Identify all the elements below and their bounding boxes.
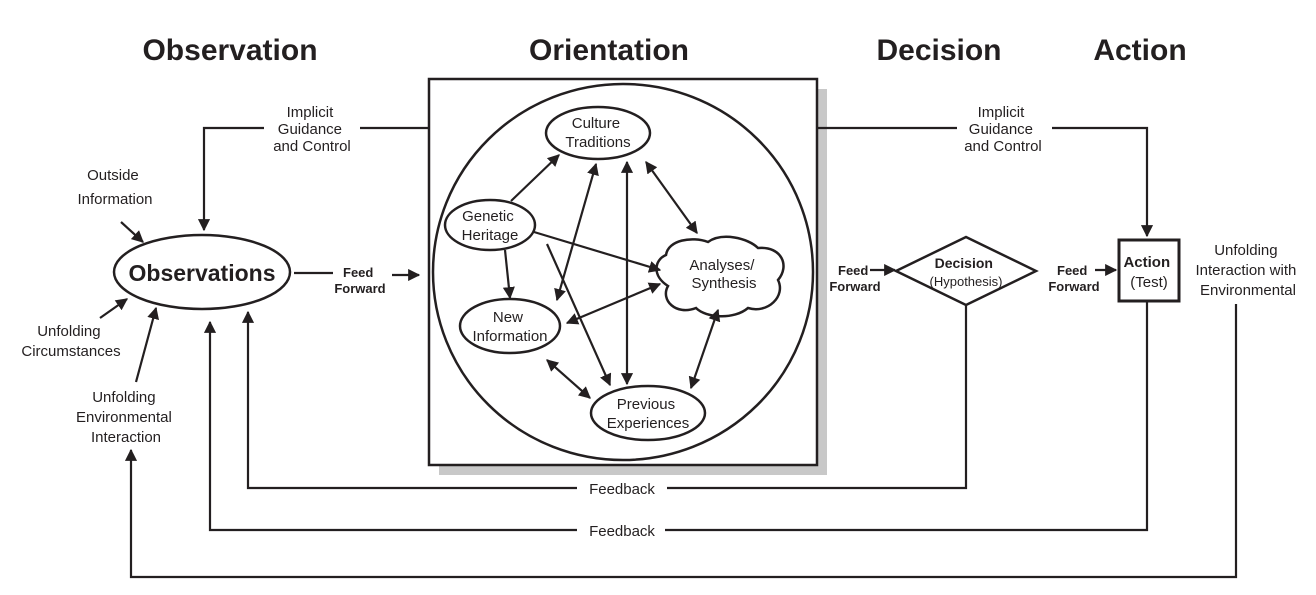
- header-decision: Decision: [876, 34, 1001, 67]
- implicit-guidance-left-label: Implicit Guidance and Control: [273, 104, 351, 155]
- culture-traditions-node: [544, 105, 652, 161]
- unfolding-circumstances-label: Unfolding Circumstances: [21, 323, 120, 360]
- outside-information-label: Outside Information: [77, 167, 152, 208]
- genetic-heritage-label: Genetic Heritage: [462, 208, 519, 244]
- observations-label: Observations: [129, 260, 276, 286]
- previous-experiences-node: [589, 384, 707, 442]
- arrow-genetic-to-new-information: [502, 249, 515, 300]
- feedback-2-label: Feedback: [589, 523, 655, 540]
- feed-forward-1-label: Feed Forward: [334, 265, 385, 296]
- unfolding-environmental-interaction-arrow: [134, 306, 159, 383]
- unfolding-environmental-interaction-label: Unfolding Environmental Interaction: [76, 389, 176, 446]
- header-action: Action: [1093, 34, 1186, 67]
- feedback-1-line-a: [667, 305, 968, 490]
- unfolding-interaction-environmental-label: Unfolding Interaction with Environmental: [1195, 242, 1300, 299]
- action-label: Action (Test): [1123, 254, 1174, 291]
- action-node: [1117, 238, 1181, 303]
- arrow-new-information-previous: [546, 359, 591, 399]
- observations-node: [112, 233, 292, 311]
- arrow-previous-analyses: [688, 308, 721, 390]
- feedback-1-line-b: [241, 310, 577, 490]
- culture-traditions-label: Culture Traditions: [565, 115, 630, 151]
- new-information-label: New Information: [472, 309, 547, 345]
- feed-forward-2-label: Feed Forward: [829, 263, 880, 294]
- feedback-2-line-a: [665, 301, 1149, 532]
- unfolding-circumstances-arrow: [99, 298, 128, 319]
- arrow-genetic-to-culture: [510, 154, 560, 202]
- genetic-heritage-node: [443, 198, 537, 252]
- arrow-culture-analyses: [645, 161, 698, 234]
- implicit-guidance-right-label: Implicit Guidance and Control: [964, 104, 1042, 155]
- outside-information-arrow: [120, 221, 144, 243]
- decision-node: [893, 235, 1039, 307]
- decision-label: Decision (Hypothesis): [930, 255, 1003, 289]
- arrow-new-information-analyses: [565, 282, 662, 325]
- feedback-2-line-b: [203, 320, 577, 532]
- feed-forward-3-label: Feed Forward: [1048, 263, 1099, 294]
- environmental-loop-line: [124, 304, 1238, 579]
- analyses-synthesis-label: Analyses/ Synthesis: [689, 257, 758, 292]
- implicit-guidance-left-line-b: [197, 126, 264, 232]
- arrow-new-information-culture: [554, 162, 599, 302]
- previous-experiences-label: Previous Experiences: [607, 396, 690, 432]
- implicit-guidance-right-line-b: [1052, 126, 1154, 238]
- header-observation: Observation: [142, 34, 317, 67]
- feedback-1-label: Feedback: [589, 481, 655, 498]
- analyses-synthesis-node: [655, 235, 785, 318]
- header-orientation: Orientation: [529, 34, 689, 67]
